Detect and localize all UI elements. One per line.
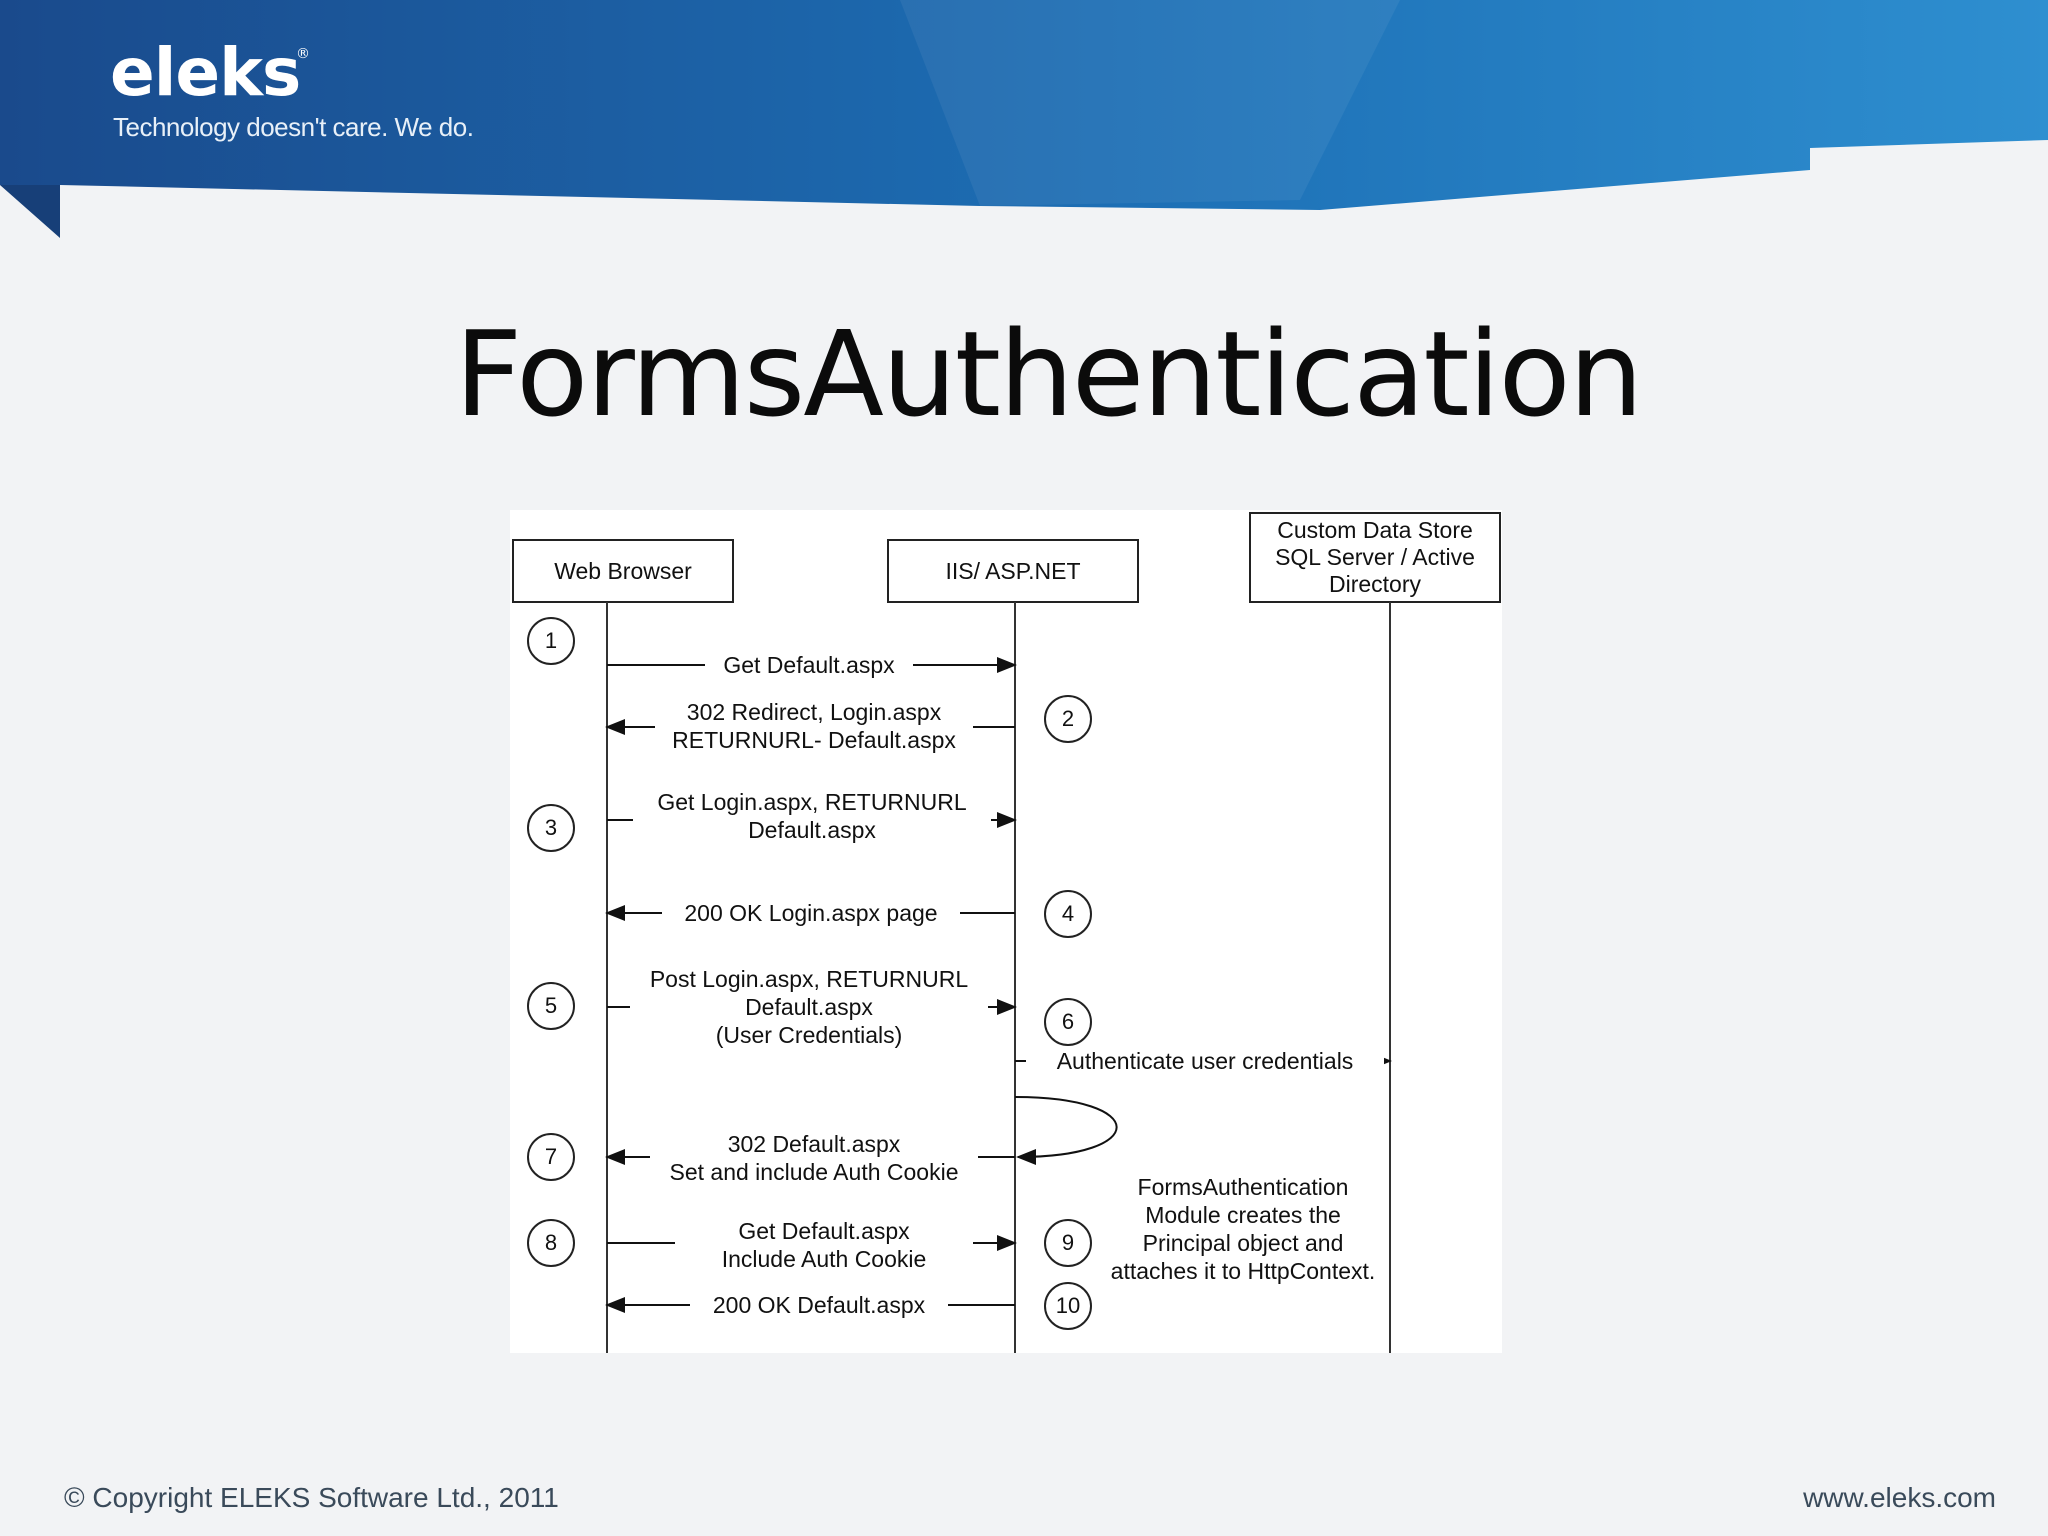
message-3-line1: Get Login.aspx, RETURNURL	[657, 789, 967, 815]
eleks-logo: eleks	[110, 34, 301, 111]
step-4: 4	[1044, 890, 1092, 938]
message-3: Get Login.aspx, RETURNURL Default.aspx	[633, 788, 991, 844]
message-8-line1: Get Default.aspx	[738, 1218, 910, 1244]
message-10: 200 OK Default.aspx	[690, 1291, 948, 1319]
header-banner: eleks ® Technology doesn't care. We do.	[0, 0, 2048, 260]
sequence-diagram: Web Browser IIS/ ASP.NET Custom Data Sto…	[510, 510, 1502, 1353]
message-7-line2: Set and include Auth Cookie	[669, 1159, 959, 1185]
message-4: 200 OK Login.aspx page	[662, 899, 960, 927]
forms-auth-note: FormsAuthentication Module creates the P…	[1090, 1173, 1396, 1285]
store-label-line3: Directory	[1328, 571, 1421, 597]
message-5: Post Login.aspx, RETURNURL Default.aspx …	[630, 965, 988, 1049]
website-link[interactable]: www.eleks.com	[1803, 1482, 1996, 1513]
server-label-text: IIS/ ASP.NET	[945, 558, 1081, 584]
note-line2: Module creates the	[1145, 1202, 1341, 1228]
message-5-line1: Post Login.aspx, RETURNURL	[649, 966, 969, 992]
message-1: Get Default.aspx	[705, 651, 913, 679]
banner-shape	[0, 0, 2048, 238]
slide-title: FormsAuthentication	[454, 305, 1644, 443]
store-label-line1: Custom Data Store	[1277, 517, 1473, 543]
step-5: 5	[527, 982, 575, 1030]
note-line4: attaches it to HttpContext.	[1110, 1258, 1376, 1284]
message-2: 302 Redirect, Login.aspx RETURNURL- Defa…	[655, 698, 973, 754]
browser-label-text: Web Browser	[554, 558, 692, 584]
copyright-text: © Copyright ELEKS Software Ltd., 2011	[64, 1482, 559, 1513]
message-5-line3: (User Credentials)	[715, 1022, 903, 1048]
server-box	[887, 539, 1139, 603]
message-5-line2: Default.aspx	[745, 994, 873, 1020]
step-7: 7	[527, 1133, 575, 1181]
message-2-line2: RETURNURL- Default.aspx	[672, 727, 956, 753]
note-line3: Principal object and	[1142, 1230, 1344, 1256]
message-7-line1: 302 Default.aspx	[727, 1131, 901, 1157]
step-2: 2	[1044, 695, 1092, 743]
browser-box	[512, 539, 734, 603]
step-10: 10	[1044, 1282, 1092, 1330]
step-9: 9	[1044, 1219, 1092, 1267]
message-7: 302 Default.aspx Set and include Auth Co…	[650, 1130, 978, 1186]
step-8: 8	[527, 1219, 575, 1267]
tagline: Technology doesn't care. We do.	[113, 112, 474, 142]
self-loop	[1014, 1096, 1118, 1165]
step-3: 3	[527, 804, 575, 852]
message-3-line2: Default.aspx	[748, 817, 876, 843]
step-1: 1	[527, 617, 575, 665]
note-line1: FormsAuthentication	[1137, 1174, 1349, 1200]
message-6: Authenticate user credentials	[1026, 1047, 1384, 1075]
registered-mark: ®	[296, 46, 310, 62]
message-8-line2: Include Auth Cookie	[721, 1246, 927, 1272]
store-box	[1249, 512, 1501, 603]
browser-label: Web Browser	[513, 540, 733, 602]
message-8: Get Default.aspx Include Auth Cookie	[675, 1217, 973, 1273]
message-2-line1: 302 Redirect, Login.aspx	[686, 699, 942, 725]
store-label: Custom Data Store SQL Server / Active Di…	[1250, 513, 1500, 602]
step-6: 6	[1044, 998, 1092, 1046]
store-label-line2: SQL Server / Active	[1275, 544, 1475, 570]
server-label: IIS/ ASP.NET	[888, 540, 1138, 602]
